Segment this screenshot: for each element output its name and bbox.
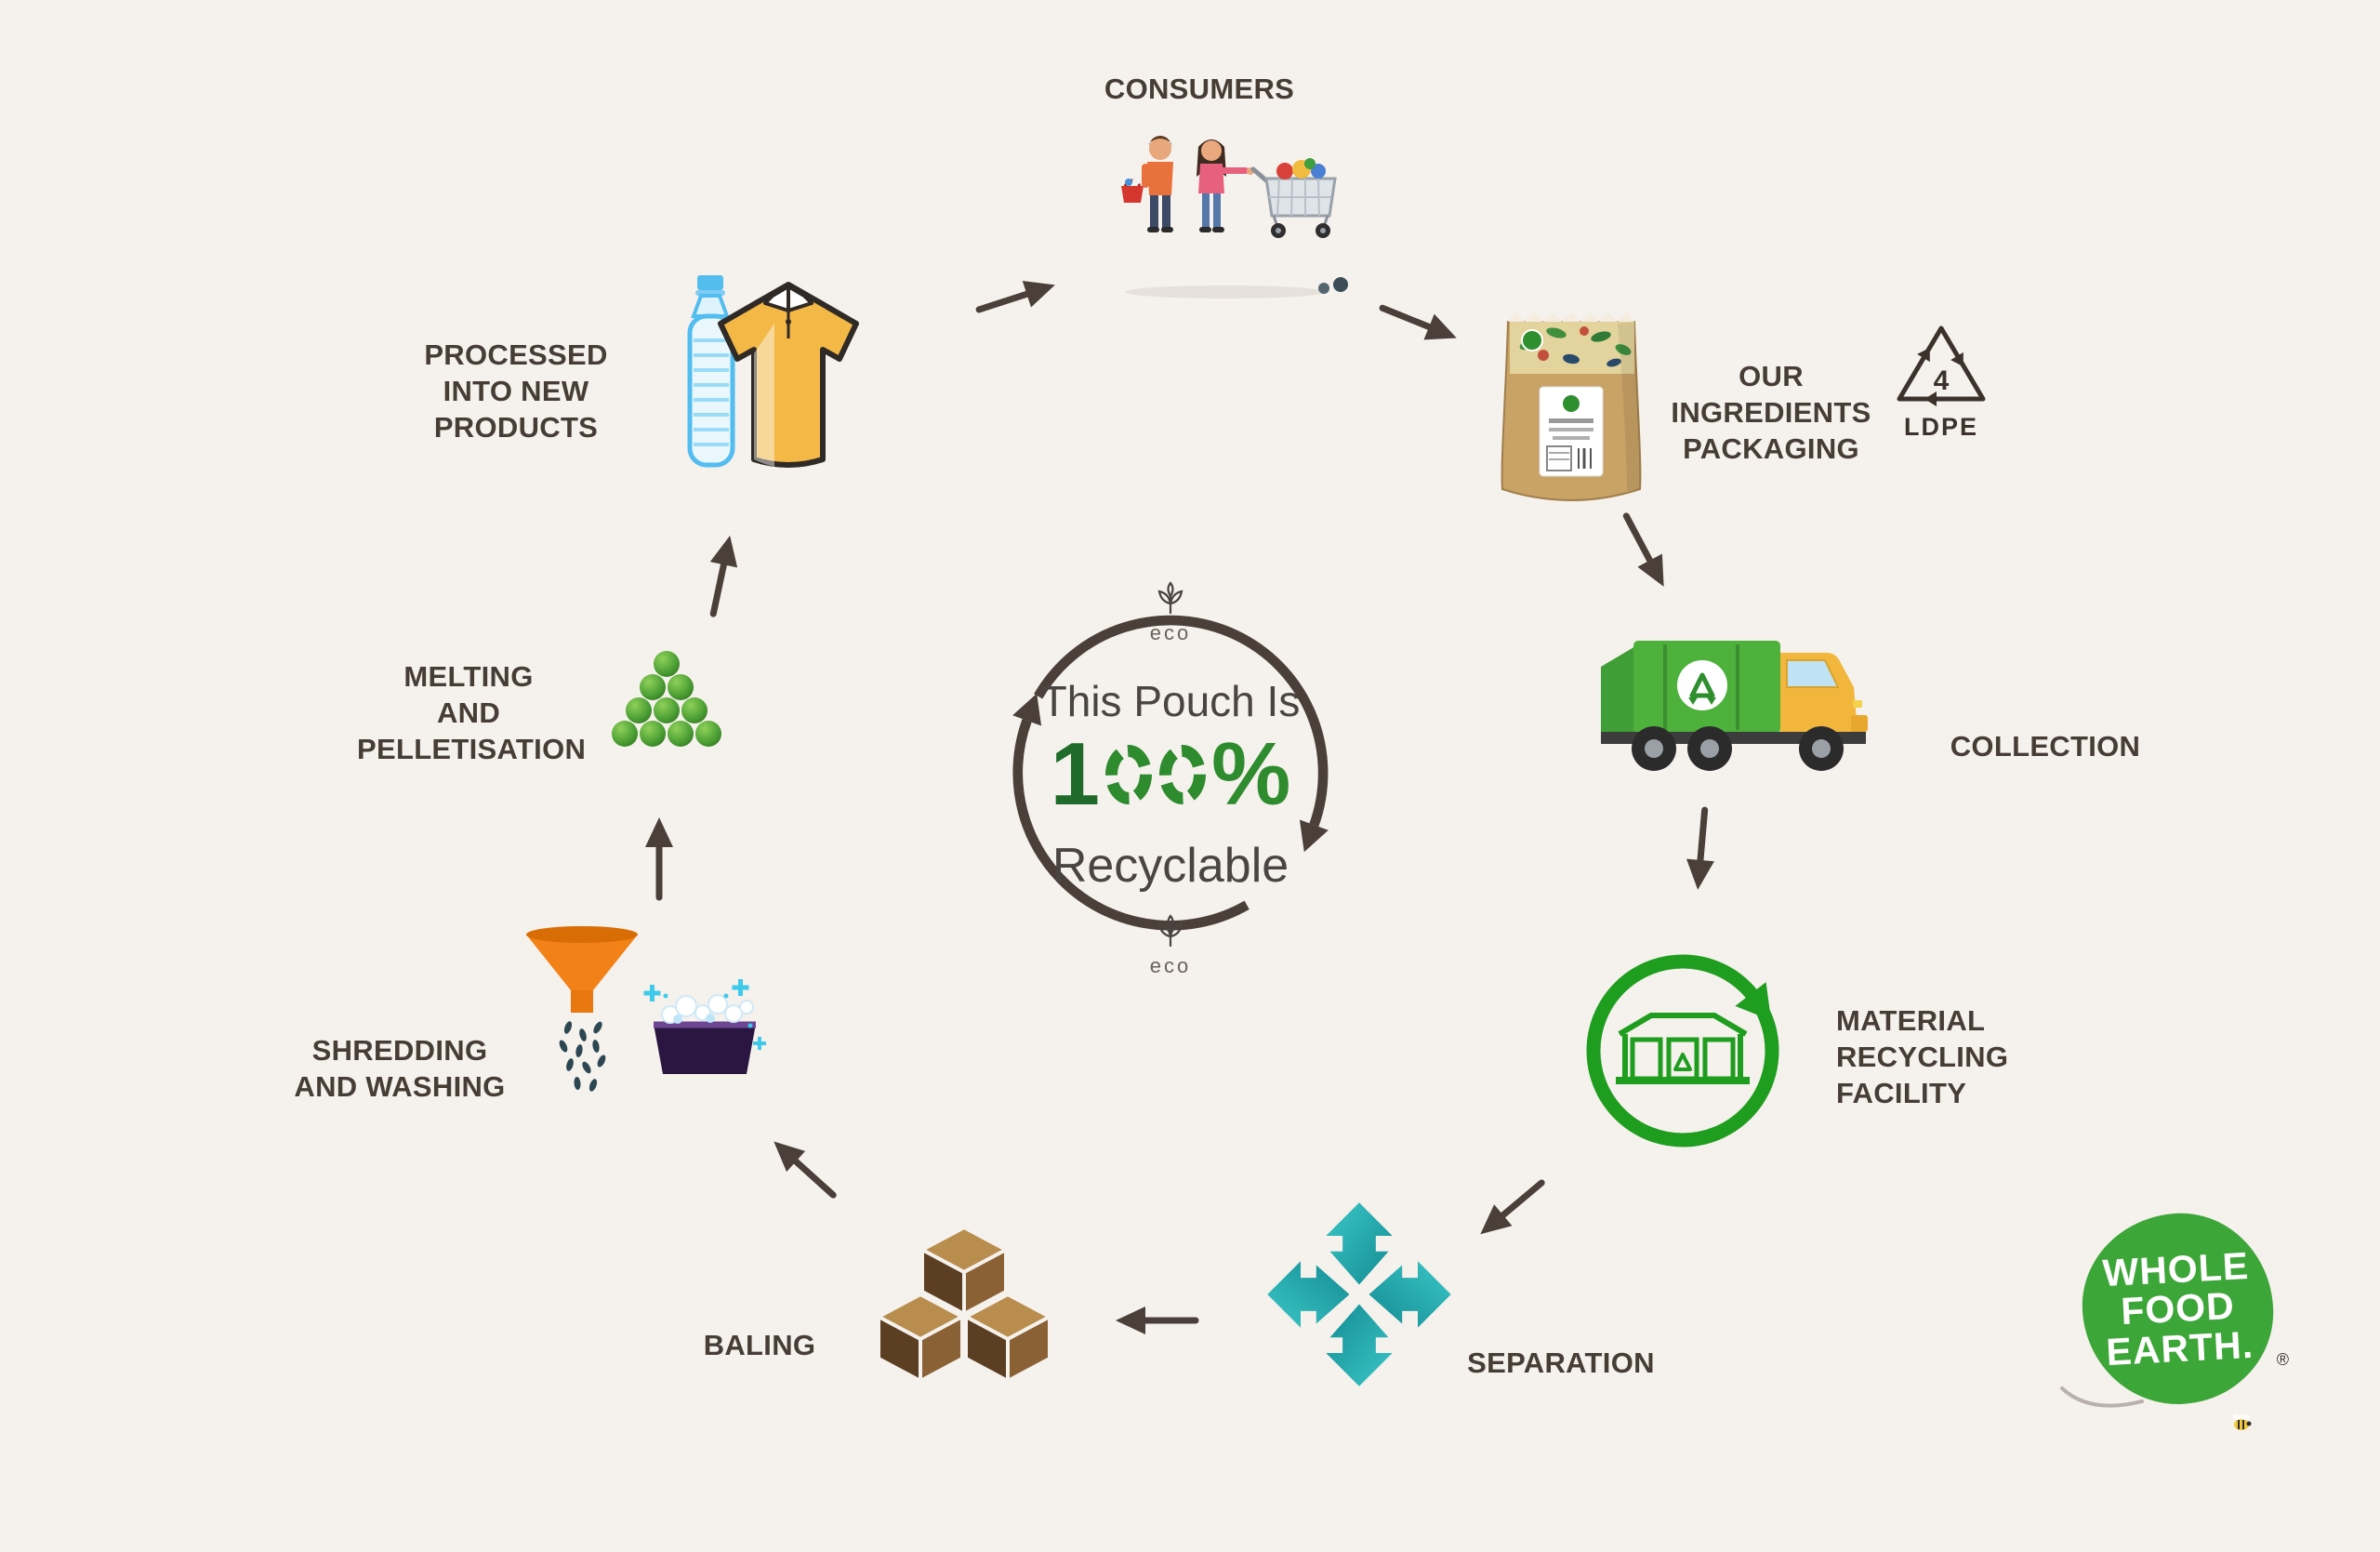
center-line1: This Pouch Is — [1040, 677, 1301, 725]
ldpe-code: LDPE — [1903, 413, 1978, 441]
separation-icon — [1262, 1197, 1457, 1397]
eco-text-bottom: eco — [1149, 954, 1192, 977]
baling-icon — [866, 1205, 1062, 1396]
percent-zero-1 — [1105, 745, 1153, 804]
polo-shirt — [718, 282, 859, 468]
facility-building — [1616, 1013, 1750, 1084]
arrow-shredding-to-melting — [641, 814, 678, 903]
shopper-woman-figure — [1197, 139, 1254, 232]
mrf-label: MATERIAL RECYCLING FACILITY — [1836, 1004, 2009, 1110]
ldpe-resin-code: 4 LDPE — [1885, 321, 1997, 442]
eco-text-top: eco — [1149, 621, 1192, 644]
percent-sign: % — [1211, 724, 1291, 824]
new-products-icon — [649, 262, 919, 509]
brand-logo: WHOLE FOOD EARTH. ® — [2060, 1208, 2289, 1430]
pouch-brand-dot — [1521, 329, 1543, 352]
bale-cube-top — [920, 1226, 1008, 1316]
percent-zero-2 — [1159, 745, 1207, 804]
shopper-man-figure — [1121, 136, 1173, 232]
collection-label: COLLECTION — [1950, 730, 2141, 763]
water-bottle — [687, 275, 735, 468]
center-line2: Recyclable — [1051, 839, 1289, 893]
consumers-label: CONSUMERS — [1104, 73, 1295, 105]
pellet-pyramid-icon — [588, 639, 746, 783]
washing-basin — [654, 994, 756, 1074]
arrow-collection-to-mrf — [1679, 803, 1724, 895]
arrow-separation-to-baling — [1112, 1302, 1201, 1339]
arrow-consumers-to-packaging — [1370, 288, 1467, 356]
ball-small — [1318, 283, 1329, 294]
shredded-pieces — [559, 1021, 606, 1092]
arrow-melting-to-products — [694, 528, 748, 623]
logo-swoosh — [2060, 1386, 2144, 1408]
bale-cube-left — [877, 1293, 964, 1383]
facility-recycle-mark — [1673, 1053, 1692, 1071]
eco-mark-bottom: eco — [901, 914, 1440, 978]
ball-large — [1333, 277, 1348, 292]
eco-sprout-icon — [1157, 581, 1183, 615]
shredder-funnel — [526, 926, 638, 1013]
pouch-icon — [1488, 277, 1655, 524]
recycling-triangle-icon: 4 — [1897, 325, 1986, 406]
registered-mark: ® — [2276, 1350, 2289, 1369]
pouch-seal — [1508, 312, 1634, 322]
bale-cube-right — [964, 1293, 1051, 1383]
center-cycle: eco This Pouch Is 1 % Recyclable eco — [901, 503, 1440, 1042]
products-label: PROCESSED INTO NEW PRODUCTS — [424, 338, 608, 444]
bee-icon — [2232, 1414, 2252, 1430]
packaging-label: OUR INGREDIENTS PACKAGING — [1671, 360, 1871, 466]
percent-100: 1 % — [901, 730, 1440, 819]
ldpe-number: 4 — [1934, 365, 1950, 396]
arrow-products-to-consumers — [968, 266, 1064, 329]
eco-mark-top: eco — [901, 581, 1440, 645]
cycle-arrows-icon — [1012, 615, 1329, 931]
melting-label: MELTING AND PELLETISATION — [357, 660, 587, 766]
truck-recycle-badge — [1677, 660, 1727, 710]
consumers-icon — [1095, 121, 1355, 307]
baling-label: BALING — [703, 1329, 816, 1361]
shopping-cart — [1250, 158, 1337, 238]
shredding-washing-icon — [512, 914, 773, 1133]
arrow-mrf-to-separation — [1465, 1165, 1557, 1251]
arrow-baling-to-shredding — [759, 1125, 850, 1213]
shredding-label: SHREDDING AND WASHING — [294, 1034, 506, 1104]
arrow-packaging-to-collection — [1607, 502, 1682, 599]
garbage-truck-icon — [1587, 611, 1903, 811]
sparkles — [643, 979, 766, 1050]
recycling-facility-icon — [1571, 939, 1794, 1167]
eco-sprout-icon — [1157, 914, 1183, 948]
separation-label: SEPARATION — [1467, 1346, 1655, 1379]
logo-word-earth: EARTH. — [2105, 1322, 2255, 1373]
percent-digit: 1 — [1050, 724, 1101, 824]
circular-arrowhead — [1735, 982, 1772, 1021]
